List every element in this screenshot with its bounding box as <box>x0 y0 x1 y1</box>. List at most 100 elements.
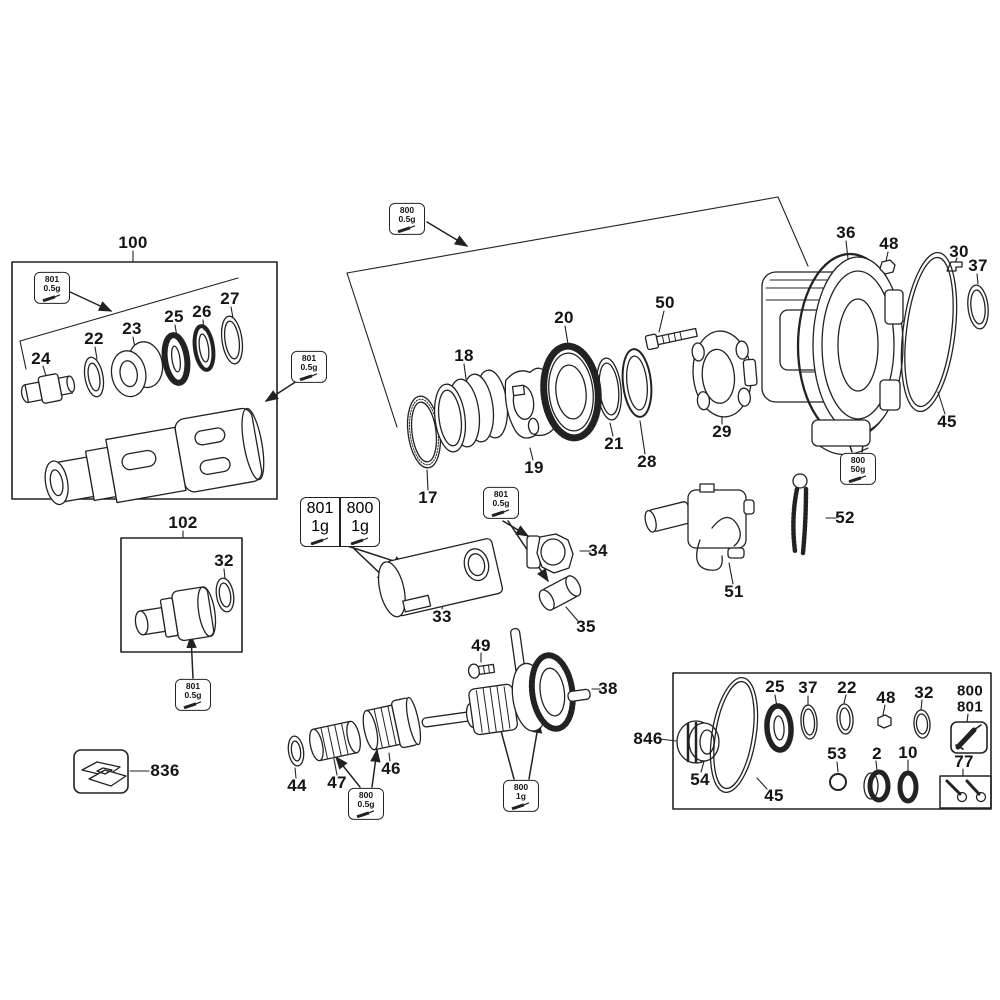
part-label-38: 38 <box>598 679 618 698</box>
kit-label-2: 2 <box>872 744 882 763</box>
grease-label-spindle102: 801 0.5g <box>175 678 211 712</box>
part-label-18: 18 <box>454 346 474 365</box>
grease-label-cyl33-right: 800 1g <box>340 497 380 547</box>
grease-label-shaft38: 800 1g <box>503 779 539 813</box>
part-24-drawing <box>20 373 76 404</box>
kit-part-53-drawing <box>829 773 847 791</box>
grouping-brackets <box>19 196 809 428</box>
part-label-28: 28 <box>637 452 657 471</box>
grease-tube-icon <box>299 373 318 382</box>
kit-label-25: 25 <box>765 677 785 696</box>
part-label-30: 30 <box>949 242 969 261</box>
grease-amount: 0.5g <box>300 362 318 372</box>
grease-label-housing36: 800 50g <box>840 452 876 486</box>
kit-label-77: 77 <box>954 752 974 771</box>
part-28-drawing <box>621 348 653 418</box>
part-label-23: 23 <box>122 319 142 338</box>
kit-part-77-hooks-drawing <box>945 779 987 803</box>
part-33-cylinder-drawing <box>377 538 504 618</box>
part-18-drawing <box>433 369 509 453</box>
grease-amount: 0.5g <box>184 690 202 700</box>
grease-label-cyl33-left: 801 1g <box>300 497 340 547</box>
part-label-36: 36 <box>836 223 856 242</box>
part-label-32: 32 <box>214 551 234 570</box>
grease-code: 800 <box>346 500 374 517</box>
grease-tube-icon <box>491 509 510 518</box>
part-label-26: 26 <box>192 302 212 321</box>
grease-label-collar34: 801 0.5g <box>483 486 519 520</box>
grease-amount: 1g <box>516 791 526 801</box>
grease-amount: 0.5g <box>357 799 375 809</box>
grease-label-box100: 801 0.5g <box>34 271 70 305</box>
grease-code: 801 <box>44 273 60 284</box>
grease-amount: 1g <box>351 518 369 535</box>
part-35-pin-drawing <box>538 575 582 611</box>
part-label-33: 33 <box>432 607 452 626</box>
part-label-846: 846 <box>633 729 663 748</box>
grease-amount: 50g <box>850 464 866 474</box>
barrel-assembly-drawing <box>44 407 265 506</box>
grease-label-ring-stack: 800 0.5g <box>389 202 425 236</box>
kit-label-53: 53 <box>827 744 847 763</box>
part-label-19: 19 <box>524 458 544 477</box>
grease-code: 801 <box>306 500 334 517</box>
kit-label-22: 22 <box>837 678 857 697</box>
part-45-oring-drawing <box>900 251 958 413</box>
part-38-shaft-drawing <box>421 627 591 736</box>
part-label-100: 100 <box>118 233 148 252</box>
part-37-drawing <box>967 284 989 330</box>
kit-label-37: 37 <box>798 678 818 697</box>
kit-box-77 <box>939 775 992 809</box>
grease-code: 800 <box>358 789 374 800</box>
kit-part-22-drawing <box>836 703 854 735</box>
grease-tube-icon <box>397 225 416 234</box>
grease-code: 801 <box>185 680 201 691</box>
grease-code: 800 <box>850 454 866 465</box>
part-49-screw-drawing <box>467 663 496 679</box>
part-label-29: 29 <box>712 422 732 441</box>
grease-tube-icon <box>310 537 329 545</box>
part-20-gear-drawing <box>540 342 602 442</box>
part-label-50: 50 <box>655 293 675 312</box>
part-836-box <box>73 749 129 794</box>
part-label-44: 44 <box>287 776 307 795</box>
grease-tube-icon <box>42 294 61 303</box>
part-47-coupling-drawing <box>309 720 361 762</box>
kit-part-10-drawing <box>897 770 919 804</box>
grease-tube-icon <box>511 802 530 811</box>
kit-label-800: 800 <box>957 682 983 700</box>
grease-amount: 0.5g <box>43 283 61 293</box>
grease-amount: 0.5g <box>492 498 510 508</box>
part-label-35: 35 <box>576 617 596 636</box>
part-21-drawing <box>595 357 623 421</box>
part-25-drawing <box>161 332 191 386</box>
part-label-102: 102 <box>168 513 198 532</box>
kit-label-45: 45 <box>764 786 784 805</box>
kit-part-25-drawing <box>764 703 794 753</box>
part-22-drawing <box>83 356 105 398</box>
part-34-collar-drawing <box>526 533 574 574</box>
part-label-48: 48 <box>879 234 899 253</box>
part-36-housing-drawing <box>761 252 904 456</box>
part-label-49: 49 <box>471 636 491 655</box>
grease-code: 801 <box>493 488 509 499</box>
part-836-drawing <box>81 761 127 787</box>
kit-grease-tube-box <box>950 721 988 754</box>
part-23-drawing <box>110 341 164 398</box>
part-label-46: 46 <box>381 759 401 778</box>
part-102-spindle-drawing <box>134 586 217 642</box>
kit-label-48: 48 <box>876 688 896 707</box>
grease-amount: 1g <box>311 518 329 535</box>
part-52-spring-drawing <box>791 473 809 556</box>
part-label-52: 52 <box>835 508 855 527</box>
part-51-fork-drawing <box>644 483 755 571</box>
kit-part-45-oring-drawing <box>709 676 759 794</box>
part-label-20: 20 <box>554 308 574 327</box>
part-48-nut-drawing <box>879 259 896 275</box>
part-label-836: 836 <box>150 761 180 780</box>
part-label-37: 37 <box>968 256 988 275</box>
part-label-21: 21 <box>604 434 624 453</box>
grease-label-barrel: 801 0.5g <box>291 350 327 384</box>
kit-part-48-nut-drawing <box>877 714 892 729</box>
part-label-27: 27 <box>220 289 240 308</box>
